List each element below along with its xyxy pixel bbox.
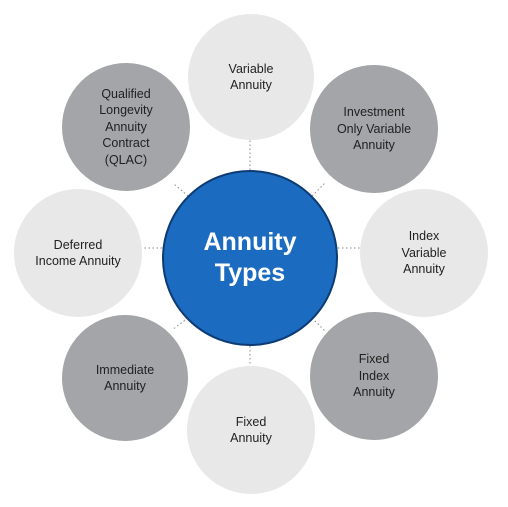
- node-label-deferred-income-annuity: Deferred Income Annuity: [35, 237, 121, 269]
- center-hub-label: Annuity Types: [203, 228, 297, 287]
- node-label-immediate-annuity: Immediate Annuity: [95, 362, 155, 394]
- node-deferred-income-annuity: Deferred Income Annuity: [14, 189, 142, 317]
- connector-qualified-longevity-annuity-contract: [173, 183, 189, 197]
- node-label-investment-only-variable-annuity: Investment Only Variable Annuity: [336, 105, 412, 153]
- node-label-index-variable-annuity: Index Variable Annuity: [401, 229, 447, 277]
- node-label-qualified-longevity-annuity-contract: Qualified Longevity Annuity Contract (QL…: [99, 86, 153, 167]
- node-qualified-longevity-annuity-contract: Qualified Longevity Annuity Contract (QL…: [62, 63, 190, 191]
- node-index-variable-annuity: Index Variable Annuity: [360, 189, 488, 317]
- center-hub: Annuity Types: [162, 170, 338, 346]
- node-label-variable-annuity: Variable Annuity: [228, 61, 274, 93]
- connector-fixed-index-annuity: [311, 317, 327, 333]
- node-immediate-annuity: Immediate Annuity: [62, 315, 188, 441]
- node-fixed-index-annuity: Fixed Index Annuity: [310, 312, 438, 440]
- node-label-fixed-index-annuity: Fixed Index Annuity: [353, 352, 395, 400]
- node-investment-only-variable-annuity: Investment Only Variable Annuity: [310, 65, 438, 193]
- connector-immediate-annuity: [171, 317, 189, 331]
- connector-investment-only-variable-annuity: [311, 181, 327, 197]
- node-label-fixed-annuity: Fixed Annuity: [230, 414, 272, 446]
- node-fixed-annuity: Fixed Annuity: [187, 366, 315, 494]
- node-variable-annuity: Variable Annuity: [188, 14, 314, 140]
